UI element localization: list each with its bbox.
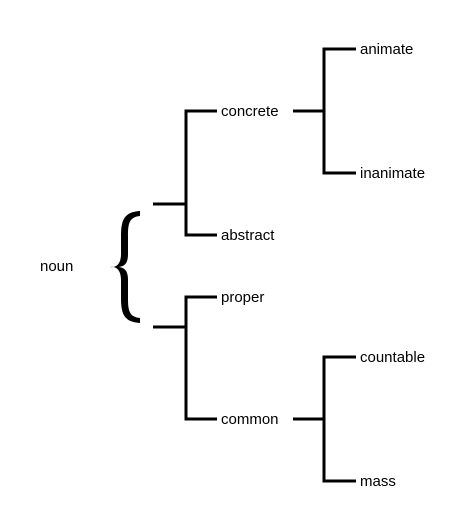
curly-brace	[110, 211, 140, 323]
node-animate: animate	[360, 41, 413, 58]
node-common: common	[221, 411, 279, 428]
node-mass: mass	[360, 473, 396, 490]
node-concrete: concrete	[221, 103, 279, 120]
node-proper: proper	[221, 289, 264, 306]
node-countable: countable	[360, 349, 425, 366]
node-inanimate: inanimate	[360, 165, 425, 182]
node-abstract: abstract	[221, 227, 275, 244]
node-noun: noun	[40, 258, 73, 275]
